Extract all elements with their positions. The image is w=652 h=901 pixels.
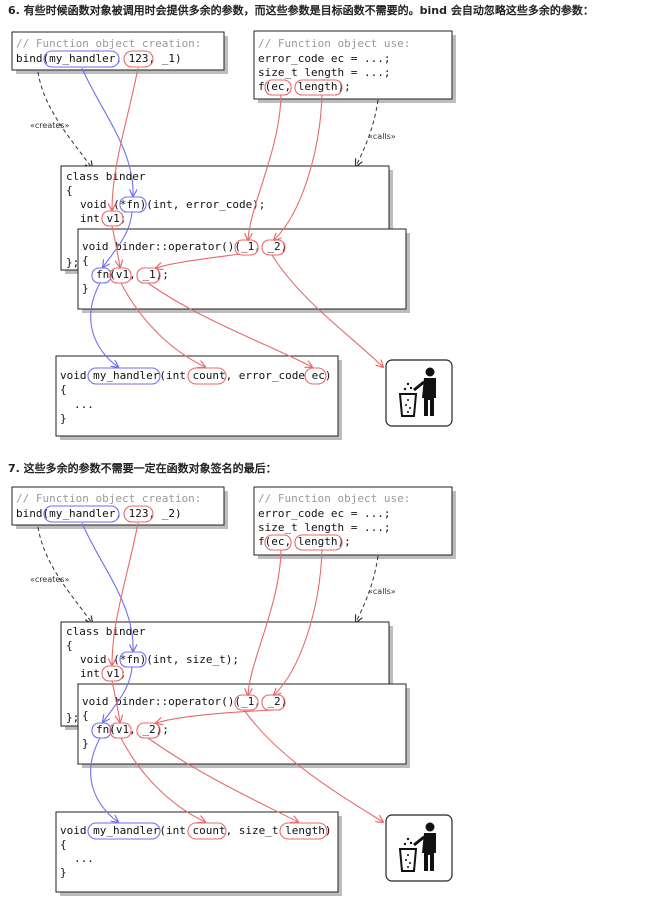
- use-line-2: size_t length = ...;: [258, 66, 390, 79]
- flow-1-to-call: [156, 253, 241, 268]
- oval-ec-param: [304, 367, 327, 385]
- creates-label: «creates»: [30, 575, 69, 584]
- flow-2-to-length: [147, 737, 298, 822]
- calls-label: «calls»: [368, 132, 396, 141]
- oval-handler-name: [87, 367, 161, 385]
- use-line-1: error_code ec = ...;: [258, 507, 390, 520]
- handler-line-4: }: [60, 866, 67, 879]
- oval-ec: [264, 79, 292, 96]
- flow-v1-to-count: [120, 737, 205, 822]
- section-7: 7. 这些多余的参数不需要一定在函数对象签名的最后： // Function o…: [8, 461, 456, 896]
- creates-label: «creates»: [30, 121, 69, 130]
- oval-123: [123, 50, 154, 68]
- flow-fn-to-call: [103, 211, 133, 267]
- flow-1-to-trash: [243, 709, 383, 822]
- creation-comment: // Function object creation:: [16, 492, 201, 505]
- flow-length: [274, 549, 323, 695]
- flow-v1-to-call: [111, 225, 120, 267]
- handler-box: [55, 811, 339, 893]
- handler-line-2: {: [60, 383, 67, 396]
- use-line-3: f(ec, length);: [258, 535, 351, 548]
- binder-line-2: {: [66, 639, 73, 652]
- handler-line-3: ...: [74, 398, 94, 411]
- flow-123: [112, 522, 139, 665]
- creates-arrow: [37, 71, 92, 168]
- calls-label: «calls»: [368, 587, 396, 596]
- binder-line-5: };: [66, 256, 79, 269]
- binder-line-2: {: [66, 184, 73, 197]
- oval-ec: [264, 534, 292, 551]
- operator-box: [77, 683, 407, 765]
- flow-v1-to-count: [120, 282, 205, 367]
- trash-can-icon: [384, 358, 454, 428]
- use-comment: // Function object use:: [258, 37, 410, 50]
- op-line-4: }: [82, 737, 89, 750]
- flow-fn-to-handler: [90, 737, 118, 822]
- calls-arrow: [356, 555, 379, 622]
- op-line-2: {: [82, 254, 89, 267]
- flow-v1-to-call: [111, 680, 120, 722]
- creates-arrow: [37, 526, 92, 623]
- flow-fn-to-handler: [90, 282, 118, 367]
- section-6-heading: 6. 有些时候函数对象被调用时会提供多余的参数，而这些参数是目标函数不需要的。b…: [8, 3, 594, 17]
- binder-line-1: class binder: [66, 625, 146, 638]
- oval-my-handler: [43, 50, 120, 68]
- binder-line-4: int v1;: [80, 667, 126, 680]
- oval-my-handler: [43, 505, 120, 523]
- flow-fn-to-call: [103, 666, 133, 722]
- oval-length-param: [279, 822, 328, 840]
- flow-2-to-call: [156, 709, 275, 723]
- use-comment: // Function object use:: [258, 492, 410, 505]
- use-box: [253, 486, 453, 556]
- calls-arrow: [356, 99, 379, 166]
- op-line-3: fn(v1, _2);: [96, 723, 169, 736]
- use-box: [253, 30, 453, 100]
- binder-line-3: void (*fn)(int, size_t);: [80, 653, 239, 666]
- creation-comment: // Function object creation:: [16, 37, 201, 50]
- binder-line-3: void (*fn)(int, error_code);: [80, 198, 265, 211]
- op-line-2: {: [82, 709, 89, 722]
- handler-line-2: {: [60, 838, 67, 851]
- binder-line-1: class binder: [66, 170, 146, 183]
- oval-fn-call: [91, 722, 112, 739]
- oval-handler-name: [87, 822, 161, 840]
- handler-line-3: ...: [74, 852, 94, 865]
- oval-123: [123, 505, 154, 523]
- handler-line-1: void my_handler(int count, size_t length…: [60, 824, 332, 837]
- flow-fn: [81, 522, 133, 651]
- handler-line-4: }: [60, 412, 67, 425]
- oval-length: [294, 534, 343, 551]
- creation-code: bind(my_handler, 123, _1): [16, 52, 182, 65]
- binder-line-4: int v1;: [80, 212, 126, 225]
- use-line-1: error_code ec = ...;: [258, 52, 390, 65]
- use-line-3: f(ec, length);: [258, 80, 351, 93]
- flow-123: [112, 67, 139, 210]
- flow-ec: [248, 94, 282, 240]
- trash-can-icon: [384, 813, 454, 883]
- binder-line-5: };: [66, 711, 79, 724]
- oval-fn-call: [91, 267, 112, 284]
- flow-length: [274, 94, 323, 240]
- handler-box: [55, 355, 339, 437]
- op-line-3: fn(v1, _1);: [96, 268, 169, 281]
- flow-2-to-trash: [271, 254, 383, 367]
- section-7-heading: 7. 这些多余的参数不需要一定在函数对象签名的最后：: [8, 461, 277, 475]
- oval-length: [294, 79, 343, 96]
- op-line-4: }: [82, 282, 89, 295]
- handler-line-1: void my_handler(int count, error_code ec…: [60, 369, 332, 382]
- creation-code: bind(my_handler, 123, _2): [16, 507, 182, 520]
- flow-ec: [248, 549, 282, 695]
- use-line-2: size_t length = ...;: [258, 521, 390, 534]
- flow-1-to-ec: [147, 282, 312, 367]
- section-6: 6. 有些时候函数对象被调用时会提供多余的参数，而这些参数是目标函数不需要的。b…: [8, 3, 594, 440]
- flow-fn: [81, 67, 133, 196]
- operator-box: [77, 228, 407, 310]
